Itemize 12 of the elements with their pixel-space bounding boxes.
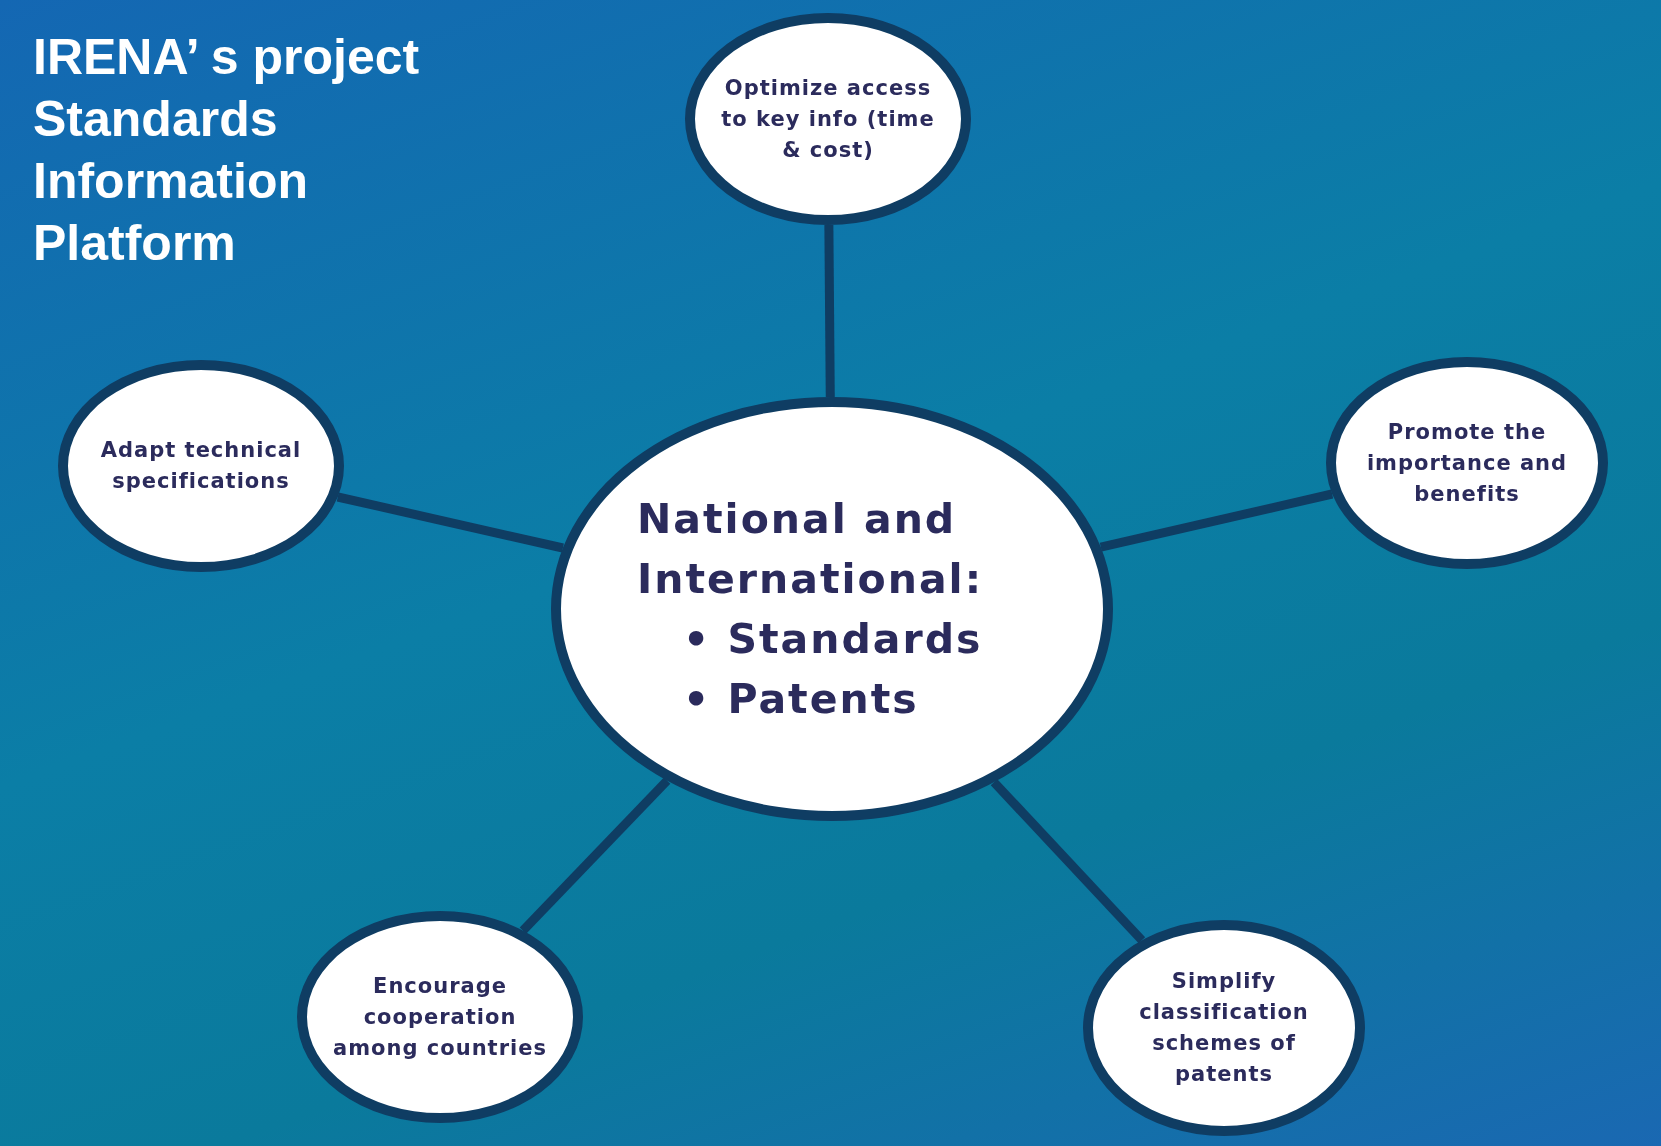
bullet-item: • Standards [683,614,983,665]
node-text: Encourage cooperation among countries [332,972,548,1062]
connector-line [1099,489,1334,552]
title: IRENA’ s project Standards Information Platform [33,28,421,273]
connector-line [336,492,564,553]
node-text: Adapt technical specifications [99,437,303,495]
node-text: Optimize access to key info (time & cost) [720,74,936,164]
node-text: Promote the importance and benefits [1365,418,1569,508]
connector-line [824,224,835,398]
bullet-item: • Patents [683,674,920,725]
node-heading: National and International: [637,494,985,605]
node-text: Simplify classification schemes of patents [1138,968,1310,1088]
